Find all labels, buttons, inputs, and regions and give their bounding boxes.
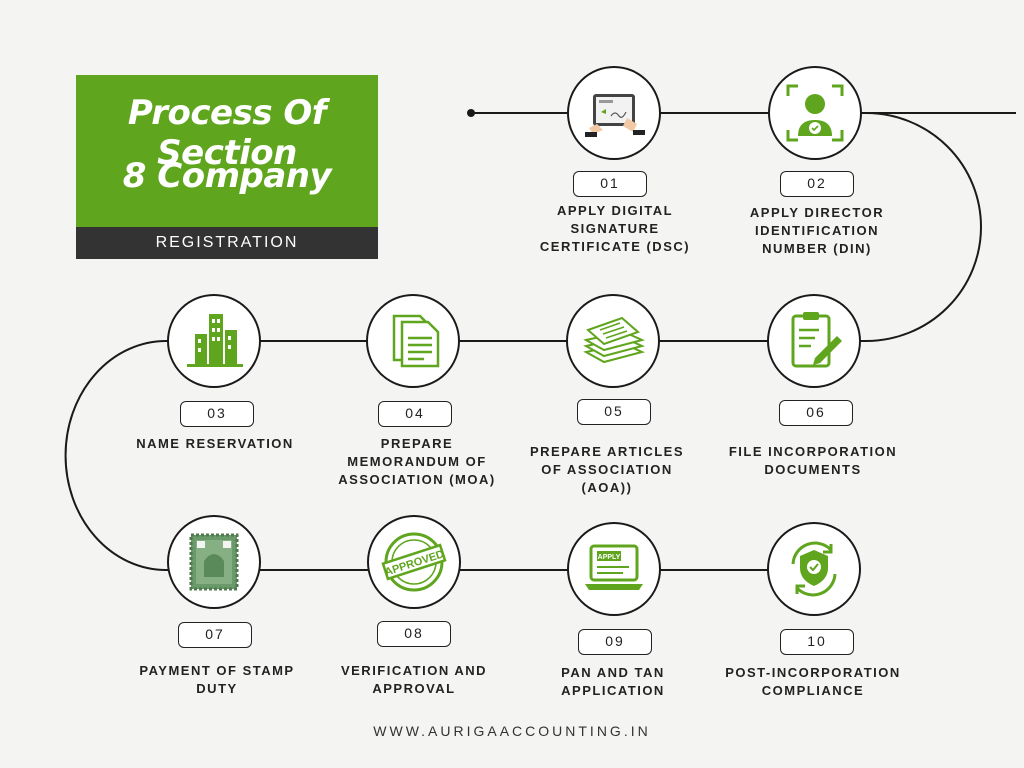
footer-website: WWW.AURIGAACCOUNTING.IN [373,723,651,739]
step-number: 06 [779,400,853,426]
step-number: 07 [178,622,252,648]
step-number: 08 [377,621,451,647]
step-label: VERIFICATION AND APPROVAL [340,663,488,696]
stamp-icon [167,515,261,609]
step-number: 02 [780,171,854,197]
director-id-icon [768,66,862,160]
title-line-2: 8 Company [122,156,332,196]
step-number: 01 [573,171,647,197]
step-number: 03 [180,401,254,427]
step-number: 04 [378,401,452,427]
step-label: APPLY DIRECTOR IDENTIFICATION NUMBER (DI… [749,205,885,256]
clipboard-pen-icon [767,294,861,388]
step-number: 09 [578,629,652,655]
title-line-1: Process Of Section [127,93,327,173]
step-number: 10 [780,629,854,655]
step-label: PREPARE MEMORANDUM OF ASSOCIATION (MOA) [338,436,496,487]
subtitle-band: REGISTRATION [76,227,378,259]
step-label: FILE INCORPORATION DOCUMENTS [728,444,898,477]
step-label: PAYMENT OF STAMP DUTY [139,663,295,696]
documents-icon [366,294,460,388]
step-label: NAME RESERVATION [136,436,294,451]
step-label: PAN AND TAN APPLICATION [561,665,665,698]
approved-seal-icon: APPROVED [367,515,461,609]
apply-laptop-icon: APPLY [567,522,661,616]
svg-text:APPLY: APPLY [598,554,621,561]
step-number: 05 [577,399,651,425]
tablet-signature-icon [567,66,661,160]
step-label: PREPARE ARTICLES OF ASSOCIATION (AOA)) [529,444,684,495]
step-label: POST-INCORPORATION COMPLIANCE [725,665,901,698]
step-label: APPLY DIGITAL SIGNATURE CERTIFICATE (DSC… [539,203,691,254]
title-banner: Process Of Section 8 Company [76,75,378,227]
buildings-icon [167,294,261,388]
shield-check-icon [767,522,861,616]
paper-stack-icon [566,294,660,388]
